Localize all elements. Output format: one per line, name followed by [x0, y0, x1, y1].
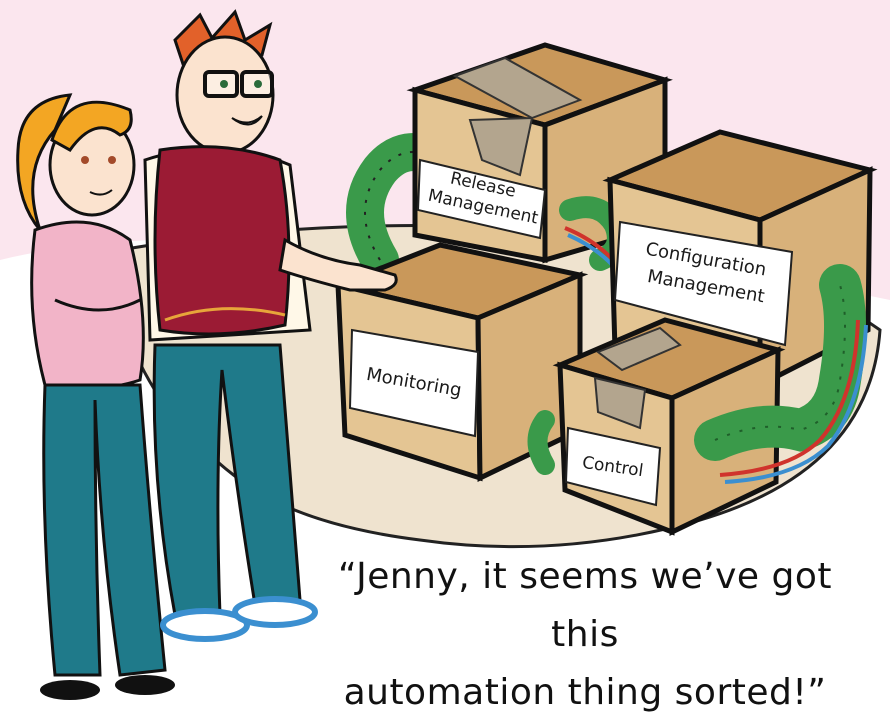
- man-character: [143, 9, 398, 642]
- control-box: Control: [552, 317, 786, 536]
- configuration-management-box: Configuration Management: [602, 129, 878, 390]
- blue-wire-right: [724, 324, 868, 484]
- caption-line-1: “Jenny, it seems we’ve got this: [338, 556, 832, 655]
- cable-small-left: [527, 410, 555, 475]
- red-wire-right: [719, 319, 860, 477]
- jenny-character: [16, 93, 175, 700]
- caption-line-2: automation thing sorted!”: [343, 672, 827, 713]
- speech-caption: “Jenny, it seems we’ve got this automati…: [300, 548, 870, 713]
- monitoring-box: Monitoring: [329, 242, 589, 482]
- cable-right-stripes: [714, 284, 846, 441]
- cable-stripes: [364, 151, 441, 261]
